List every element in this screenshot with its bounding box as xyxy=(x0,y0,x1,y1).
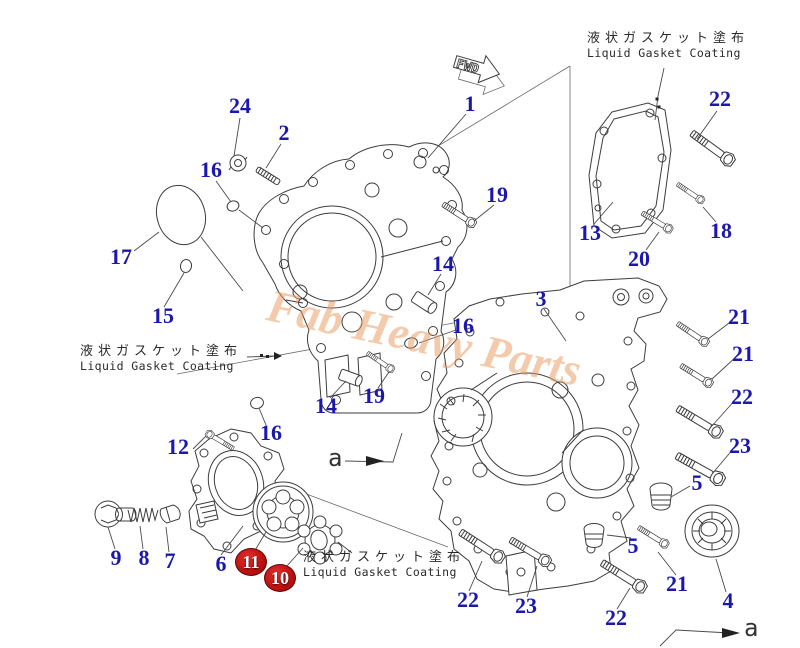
fwd-arrow-icon: FWD xyxy=(452,54,505,96)
part-13-cover-plate xyxy=(588,102,672,239)
callout-16: 16 xyxy=(200,157,222,182)
part-1-front-cover xyxy=(253,142,468,414)
gasket-note-en: Liquid Gasket Coating xyxy=(80,359,234,373)
gasket-note-jp: 液状ガスケット塗布 xyxy=(586,31,750,46)
part-5-plug-upper xyxy=(649,482,673,511)
part-14-dowel-lower xyxy=(338,368,363,387)
part-5-plug-lower xyxy=(583,523,605,548)
callout-21: 21 xyxy=(732,341,754,366)
part-16-oring-c xyxy=(250,396,264,410)
callout-15: 15 xyxy=(152,303,174,328)
callout-5: 5 xyxy=(627,533,639,558)
callout-6: 6 xyxy=(215,551,227,576)
callout-23: 23 xyxy=(729,433,751,458)
callout-21: 21 xyxy=(666,571,688,596)
callout-badge-11: 11 xyxy=(235,548,267,576)
callout-9: 9 xyxy=(110,545,122,570)
callout-17: 17 xyxy=(110,244,132,269)
callout-5: 5 xyxy=(691,470,703,495)
callout-21: 21 xyxy=(728,304,750,329)
gasket-note-jp: 液状ガスケット塗布 xyxy=(303,550,466,565)
callout-22: 22 xyxy=(709,86,731,111)
part-17-oring xyxy=(155,184,207,246)
callout-2: 2 xyxy=(278,120,290,145)
view-arrow-bottom xyxy=(659,628,740,647)
callout-1: 1 xyxy=(464,91,476,116)
callout-16: 16 xyxy=(260,420,282,445)
gasket-note-en: Liquid Gasket Coating xyxy=(586,46,741,60)
callout-19: 19 xyxy=(363,383,385,408)
callout-14: 14 xyxy=(315,393,337,418)
callout-18: 18 xyxy=(710,218,732,243)
part-24-nut xyxy=(228,154,248,172)
callout-8: 8 xyxy=(138,545,150,570)
part-2-stud xyxy=(255,166,281,186)
part-11-outer-rotor xyxy=(252,481,314,543)
callout-4: 4 xyxy=(722,588,734,613)
part-14-dowel-upper xyxy=(410,291,438,314)
callout-22: 22 xyxy=(605,605,627,630)
callout-3: 3 xyxy=(535,286,547,311)
callout-19: 19 xyxy=(486,182,508,207)
view-label-a: a xyxy=(328,444,343,472)
callout-24: 24 xyxy=(229,93,251,118)
part-16-oring-b xyxy=(404,337,418,349)
callout-13: 13 xyxy=(579,220,601,245)
part-3-timing-case xyxy=(430,277,668,596)
part-4-oil-seal xyxy=(684,504,740,558)
callout-23: 23 xyxy=(515,593,537,618)
part-7-valve xyxy=(159,504,181,524)
callout-22: 22 xyxy=(731,384,753,409)
gasket-note-en: Liquid Gasket Coating xyxy=(303,565,457,579)
part-15-oring xyxy=(179,259,193,273)
part-8-spring xyxy=(127,507,159,523)
callout-20: 20 xyxy=(628,246,650,271)
gasket-note-jp: 液状ガスケット塗布 xyxy=(80,344,243,359)
leader-lines xyxy=(107,67,738,610)
callout-12: 12 xyxy=(167,434,189,459)
callout-16: 16 xyxy=(452,313,474,338)
view-label-a: a xyxy=(744,614,759,642)
callout-badge-10: 10 xyxy=(264,564,296,592)
callout-22: 22 xyxy=(457,587,479,612)
part-16-oring-a xyxy=(226,200,240,212)
view-arrow-mid xyxy=(344,432,403,466)
callout-7: 7 xyxy=(164,548,176,573)
part-9-plug xyxy=(94,500,137,528)
fwd-text: FWD xyxy=(455,56,481,76)
part-10-inner-rotor xyxy=(297,515,343,565)
callout-14: 14 xyxy=(432,251,454,276)
